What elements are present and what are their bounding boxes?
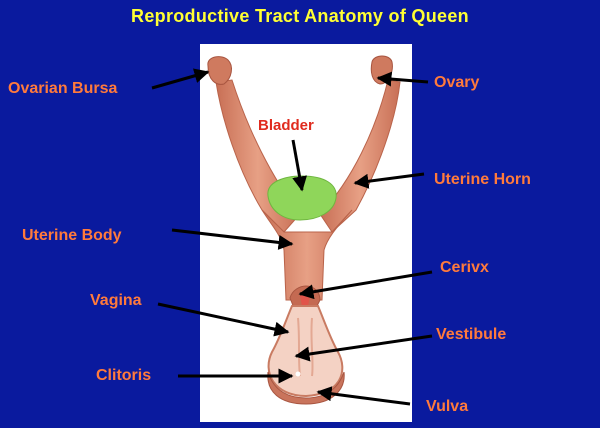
arrow-uterine-body	[171, 228, 294, 250]
arrow-vagina	[157, 302, 290, 337]
uterine-body-shape	[261, 209, 353, 301]
clitoris-dot	[295, 371, 301, 377]
arrow-vulva	[316, 386, 411, 406]
arrow-uterine-horn	[353, 172, 425, 189]
label-ovary: Ovary	[434, 74, 480, 91]
right-uterine-horn	[319, 79, 401, 233]
arrow-ovarian-bursa	[151, 68, 210, 90]
arrow-vestibule	[294, 334, 433, 362]
left-ovarian-bursa	[207, 56, 232, 85]
bladder-shape	[267, 175, 337, 221]
label-vagina: Vagina	[90, 292, 142, 309]
arrow-bladder	[291, 139, 307, 192]
label-uterine-body: Uterine Body	[22, 227, 122, 244]
label-vestibule: Vestibule	[436, 326, 507, 343]
label-uterine-horn: Uterine Horn	[434, 171, 531, 188]
label-bladder: Bladder	[258, 117, 314, 134]
label-clitoris: Clitoris	[96, 367, 152, 384]
arrow-cervix	[298, 270, 433, 300]
label-cervix: Cerivx	[440, 259, 489, 276]
label-ovarian-bursa: Ovarian Bursa	[8, 80, 118, 97]
arrow-ovary	[376, 71, 429, 87]
diagram-title: Reproductive Tract Anatomy of Queen	[131, 6, 469, 26]
label-vulva: Vulva	[426, 398, 469, 415]
